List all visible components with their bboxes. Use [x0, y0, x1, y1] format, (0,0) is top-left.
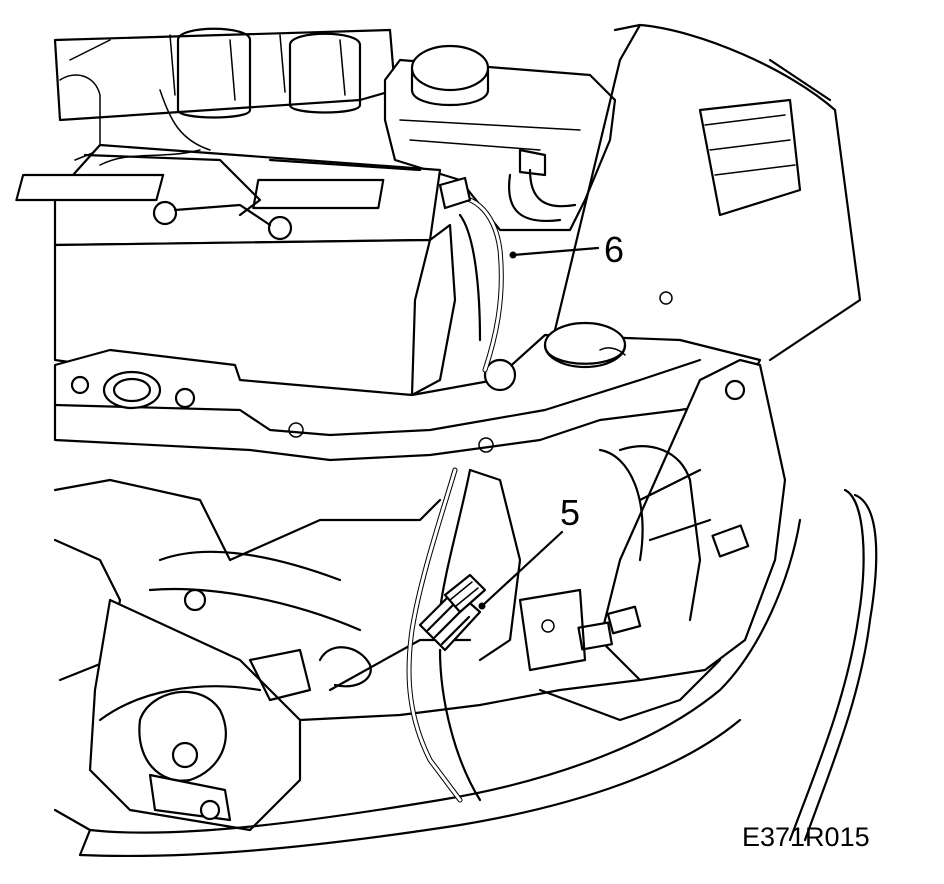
engine-components-top: [53, 27, 397, 161]
bumper: [53, 518, 802, 858]
wiring-harness: [406, 176, 504, 803]
callout-leaders: [478, 246, 600, 610]
callout-5-label: 5: [560, 492, 580, 533]
figure-id: E371R015: [742, 822, 870, 852]
fender: [788, 488, 878, 842]
front-cross-member: [53, 321, 762, 462]
callout-6-label: 6: [604, 229, 624, 270]
coolant-reservoir: [383, 44, 617, 232]
connector-5: [418, 573, 487, 652]
lower-structure: [53, 468, 722, 832]
headlight-housing: [577, 358, 787, 682]
body-panel: [553, 23, 862, 362]
